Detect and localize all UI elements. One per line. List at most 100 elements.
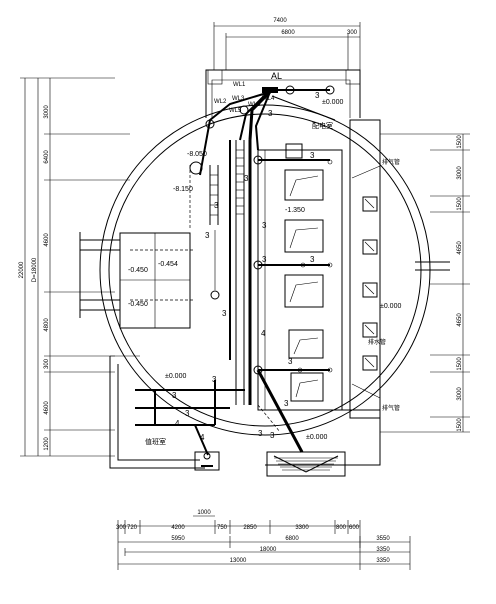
left-dim-inner: D=18000 [32,257,38,282]
equipment-box-3 [284,274,324,308]
level-left-a: -0.450 [128,267,148,274]
circuit-wl5: WL5 [229,108,242,114]
wire-count: 4 [175,419,180,428]
right-dim-5: 4650 [457,313,463,327]
circuit-wl2: WL2 [214,99,227,105]
bottom-seg-2: 720 [127,525,138,531]
exhaust-pipe-bottom-label: 排气管 [382,404,400,412]
bottom-row4: 13000 [230,558,247,564]
tank-block [257,149,343,411]
equipment-box-1 [284,169,324,201]
left-dim-seg-1: 3000 [44,105,50,119]
right-dim-8: 1500 [457,418,463,432]
wire-count: 3 [268,109,273,118]
bottom-dimensions: 300 720 4200 750 2850 3300 800 600 1000 … [116,510,411,570]
wire-count: 3 [284,399,289,408]
circuit-wl6: WL6 [248,102,261,108]
square-r4 [362,322,378,338]
left-dim-seg-3: 4600 [44,233,50,247]
bottom-seg-5: 2850 [243,525,257,531]
bottom-pit [266,451,346,477]
top-dimensions: 7400 6800 300 [213,18,361,70]
bottom-row4-right: 3350 [376,558,390,564]
right-dim-2: 3000 [457,166,463,180]
wire-count: 3 [185,409,190,418]
bottom-row2-2: 6800 [285,536,299,542]
panel-label: AL [271,71,282,81]
square-r3 [362,282,378,298]
wire-count: 3 [214,201,219,210]
level-tank-top: -1.350 [285,207,305,214]
wire-count: 3 [315,91,320,100]
right-dim-4: 4650 [457,241,463,255]
circuit-wl1: WL1 [233,82,246,88]
wire-count: 4 [261,329,266,338]
bottom-seg-1: 300 [116,525,127,531]
equipment-box-5 [290,372,324,402]
right-dim-3: 1500 [457,197,463,211]
inner-structure [189,85,378,477]
wire-count: 3 [212,375,217,384]
exhaust-pipe-top-label: 排气管 [382,158,400,166]
wire-count: 3 [258,429,263,438]
level-bottom-right: ±0.000 [306,434,327,441]
level-mid-left: -8.150 [173,186,193,193]
bottom-seg-6: 3300 [295,525,309,531]
left-dim-overall: 22000 [19,261,25,278]
pit-hatch [273,455,339,473]
labels: AL WL1 WL2 WL3 WL4 WL5 WL6 ±0.000 -8.050… [128,71,401,446]
wire-count: 3 [222,309,227,318]
wire-count: 4 [200,433,205,442]
right-dimensions: 1500 3000 1500 4650 4650 1500 3000 1500 [380,133,470,433]
left-dim-tiny-1: 300 [44,358,50,369]
wire-count: 3 [172,391,177,400]
square-r2 [362,239,378,255]
wire-count: 3 [288,357,293,366]
left-dim-seg-5: 4600 [44,401,50,415]
circuit-wl3: WL3 [232,96,245,102]
bottom-seg-4: 750 [217,525,228,531]
distribution-room-label: 配电室 [312,121,333,130]
wire-count: 3 [244,174,249,183]
bottom-seg-7: 800 [336,525,347,531]
bottom-row3-center: 18000 [260,547,277,553]
left-dim-seg-4: 4800 [44,318,50,332]
bottom-row2-1: 5950 [171,536,185,542]
level-left-b: -0.454 [158,261,178,268]
bottom-seg-8: 600 [349,525,360,531]
wire-count: 3 [310,151,315,160]
panel-al-box [262,87,278,93]
equipment-box-2 [284,219,324,253]
right-dim-6: 1500 [457,357,463,371]
small-box-top [285,143,303,159]
level-bottom-left: ±0.000 [165,373,186,380]
left-dim-seg-2: 6400 [44,150,50,164]
duty-room-label: 值班室 [145,437,166,446]
cable-routes [130,87,381,456]
bottom-row2-3: 3550 [376,536,390,542]
top-dim-overall: 7400 [273,18,287,24]
drain-pipe-label: 排水管 [368,338,386,346]
square-r1 [362,196,378,212]
wire-count: 3 [270,431,275,440]
bottom-row3-right: 3350 [376,547,390,553]
right-dim-7: 3000 [457,387,463,401]
level-right: ±0.000 [380,303,401,310]
level-left-c: -0.450 [128,301,148,308]
left-dimensions: 22000 D=18000 3000 6400 4600 4800 300 46… [19,77,130,457]
left-dim-seg-6: 1200 [44,437,50,451]
right-dim-1: 1500 [457,135,463,149]
square-r5 [362,355,378,371]
wire-count: 3 [262,221,267,230]
level-top: ±0.000 [322,99,343,106]
bottom-small-mark: 1000 [197,510,211,516]
top-dim-end: 300 [347,30,358,36]
level-upper-left: -8.050 [187,151,207,158]
circuit-wl4: WL4 [262,96,275,102]
top-dim-inner: 6800 [281,30,295,36]
wire-count: 3 [205,231,210,240]
wire-count: 3 [262,255,267,264]
wire-count: 3 [310,255,315,264]
